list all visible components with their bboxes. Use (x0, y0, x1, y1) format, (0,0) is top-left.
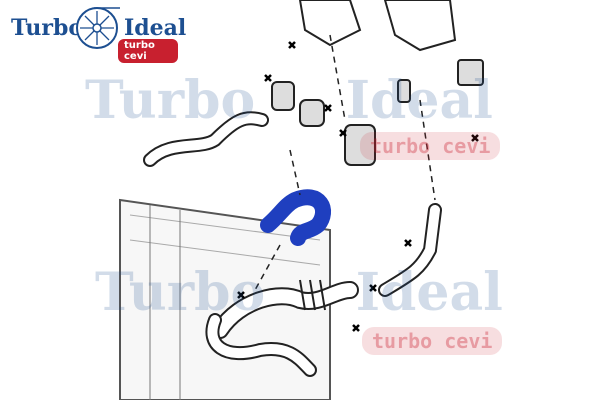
turbine-wheel-icon (76, 7, 120, 49)
highlighted-blue-hose (260, 189, 331, 246)
assembly-guides (254, 34, 436, 291)
coupler-sleeves (271, 59, 484, 166)
clamp-markers (237, 41, 479, 332)
brand-logo: Turbo Ideal turbo cevi (8, 5, 186, 63)
logo-word-ideal: Ideal (124, 15, 187, 41)
logo-word-turbo: Turbo (11, 15, 83, 41)
turbo-housing (298, 0, 457, 52)
logo-tagline-badge: turbo cevi (118, 39, 178, 63)
